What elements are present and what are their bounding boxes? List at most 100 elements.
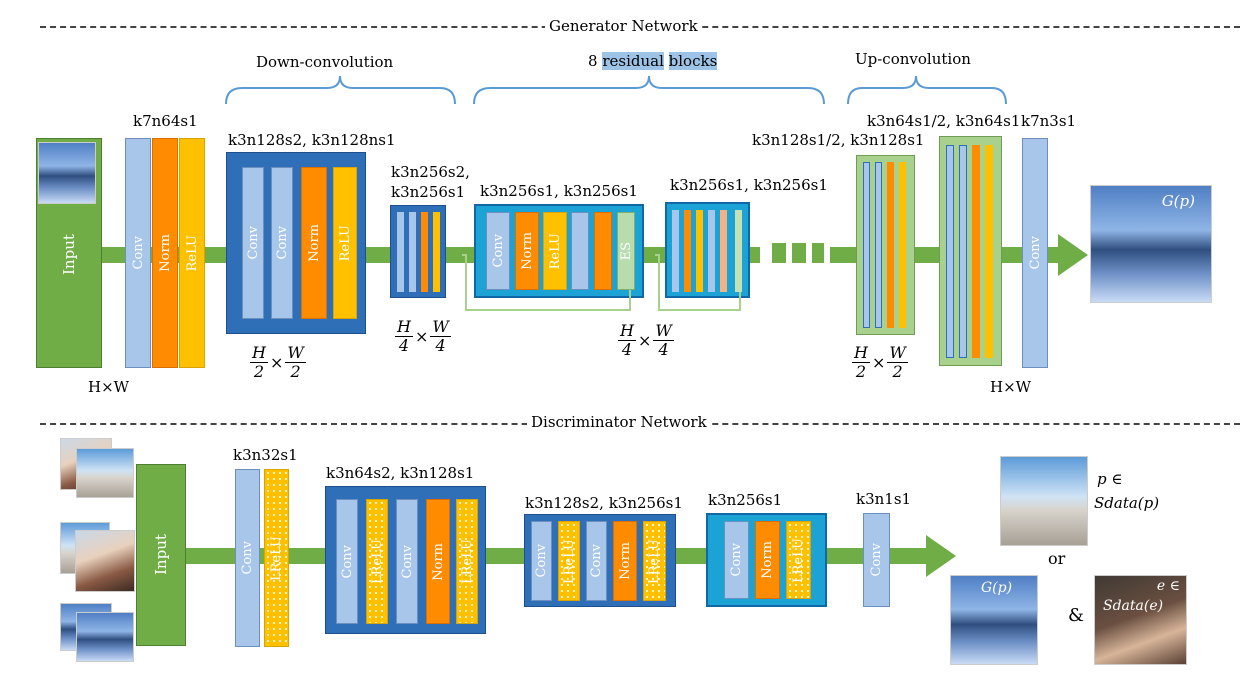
residual-bracket bbox=[473, 75, 825, 105]
g-res2-norm-a bbox=[684, 210, 691, 292]
d-conv-1: Conv bbox=[235, 469, 260, 647]
g-res1-norm-b bbox=[594, 212, 612, 290]
real-edge-image: e ∈ Sdata(e) bbox=[1094, 575, 1187, 665]
d-b1-conv-b: Conv bbox=[396, 499, 418, 624]
g-down-conv-b: Conv bbox=[271, 167, 293, 319]
g-res1-relu: ReLU bbox=[543, 212, 567, 290]
g-down-conv-a: Conv bbox=[242, 167, 264, 319]
g-res1-conv-a: Conv bbox=[486, 212, 510, 290]
d-b3-conv: Conv bbox=[724, 521, 749, 599]
residual-highlight: residual bbox=[602, 52, 664, 70]
g-up2-conv-b bbox=[959, 145, 967, 358]
d-input-img-3b bbox=[76, 612, 134, 662]
generator-input-thumb bbox=[38, 142, 96, 204]
g-down-norm: Norm bbox=[301, 167, 327, 319]
d-b2-lrelu-b: LReLU bbox=[643, 521, 666, 601]
k7n3s1-label: k7n3s1 bbox=[1021, 112, 1077, 130]
brackets bbox=[225, 75, 1007, 105]
e-label: e ∈ bbox=[1156, 578, 1180, 594]
amp-label: & bbox=[1068, 605, 1085, 626]
k3n1s1-label: k3n1s1 bbox=[856, 490, 912, 508]
residual-prefix: 8 bbox=[588, 52, 598, 70]
generated-image: G(p) bbox=[950, 575, 1038, 665]
d-b1-lrelu-b: LReLU bbox=[456, 499, 478, 624]
d-b2-norm: Norm bbox=[613, 521, 637, 601]
g-res2-conv-a bbox=[672, 210, 679, 292]
g-res1-conv-b bbox=[571, 212, 589, 290]
generator-arrow-head bbox=[1058, 234, 1088, 276]
g-res1-es: ES bbox=[617, 212, 635, 290]
s-data-p-label: Sdata(p) bbox=[1094, 494, 1160, 512]
k3n32s1-label: k3n32s1 bbox=[233, 446, 298, 464]
hxw-left: H×W bbox=[88, 378, 130, 396]
k3n64up-label: k3n64s1/2, k3n64s1 bbox=[867, 112, 1021, 130]
k3n128-label: k3n128s2, k3n128ns1 bbox=[228, 131, 396, 149]
g-up1-conv-b bbox=[875, 162, 882, 328]
d-input-img-2b bbox=[75, 530, 135, 592]
g-relu-1: ReLU bbox=[179, 138, 205, 368]
d-b2-lrelu-a: LReLU bbox=[558, 521, 580, 601]
d-b3-lrelu: LReLU bbox=[786, 521, 811, 599]
d-input-img-1b bbox=[76, 448, 134, 498]
d-b1-conv-a: Conv bbox=[336, 499, 358, 624]
up-conv-bracket bbox=[847, 75, 1007, 105]
g-up1-relu bbox=[899, 162, 906, 328]
hxw-right: H×W bbox=[990, 378, 1032, 396]
g-res1-norm-a: Norm bbox=[515, 212, 539, 290]
generator-title: Generator Network bbox=[545, 17, 702, 35]
skip-1 bbox=[462, 254, 631, 311]
g-256-norm bbox=[421, 212, 428, 292]
k3n64-label: k3n64s2, k3n128s1 bbox=[326, 464, 475, 482]
down-conv-label: Down-convolution bbox=[256, 53, 394, 71]
k3n128-d-label: k3n128s2, k3n256s1 bbox=[525, 494, 683, 512]
g-conv-1: Conv bbox=[125, 138, 151, 368]
p-label: p ∈ bbox=[1097, 470, 1123, 488]
g-res2-relu bbox=[696, 210, 703, 292]
generator-pipe-dash-1 bbox=[772, 243, 786, 263]
discriminator-title: Discriminator Network bbox=[527, 413, 711, 431]
d-b3-norm: Norm bbox=[755, 521, 780, 599]
g-res2-conv-b bbox=[708, 210, 715, 292]
g-up1-conv-a bbox=[863, 162, 870, 328]
g-res2-norm-b bbox=[720, 210, 727, 292]
discriminator-input-label: Input bbox=[152, 534, 170, 576]
d-b2-conv-a: Conv bbox=[531, 521, 552, 601]
down-conv-bracket bbox=[225, 75, 456, 105]
s-data-e-label: Sdata(e) bbox=[1103, 598, 1164, 614]
generator-output-image: G(p) bbox=[1090, 185, 1212, 303]
gp-label: G(p) bbox=[981, 580, 1013, 596]
res1-label: k3n256s1, k3n256s1 bbox=[480, 182, 638, 200]
generator-pipe-dash-2 bbox=[792, 243, 806, 263]
real-photo-image bbox=[1000, 456, 1088, 546]
g-up2-conv-a bbox=[946, 145, 954, 358]
g-up2-relu bbox=[985, 145, 993, 358]
g-256-relu bbox=[433, 212, 440, 292]
discriminator-arrow-head bbox=[926, 535, 956, 577]
or-label: or bbox=[1048, 549, 1066, 568]
generator-pipe-dash-3 bbox=[812, 243, 824, 263]
d-final-conv: Conv bbox=[863, 513, 890, 607]
k3n128up-label: k3n128s1/2, k3n128s1 bbox=[752, 131, 925, 149]
g-256-conv-a bbox=[397, 212, 404, 292]
g-up1-norm bbox=[887, 162, 894, 328]
d-b2-conv-b: Conv bbox=[586, 521, 607, 601]
res2-label: k3n256s1, k3n256s1 bbox=[670, 176, 828, 194]
g-256-conv-b bbox=[409, 212, 416, 292]
residual-label: 8 residual blocks bbox=[588, 52, 718, 70]
g-norm-1: Norm bbox=[152, 138, 178, 368]
k7n64s1-label: k7n64s1 bbox=[133, 112, 198, 130]
d-b1-lrelu-a: LReLU bbox=[366, 499, 388, 624]
d-b1-norm: Norm bbox=[426, 499, 450, 624]
residual-suffix: blocks bbox=[668, 52, 718, 70]
generator-output-label: G(p) bbox=[1161, 192, 1195, 210]
k3n256s1-label: k3n256s1 bbox=[391, 183, 466, 201]
k3n256-d-label: k3n256s1 bbox=[708, 491, 783, 509]
k3n256s2-label: k3n256s2, bbox=[391, 163, 470, 181]
d-lrelu-1: LReLU bbox=[264, 469, 289, 647]
g-down-relu: ReLU bbox=[333, 167, 357, 319]
